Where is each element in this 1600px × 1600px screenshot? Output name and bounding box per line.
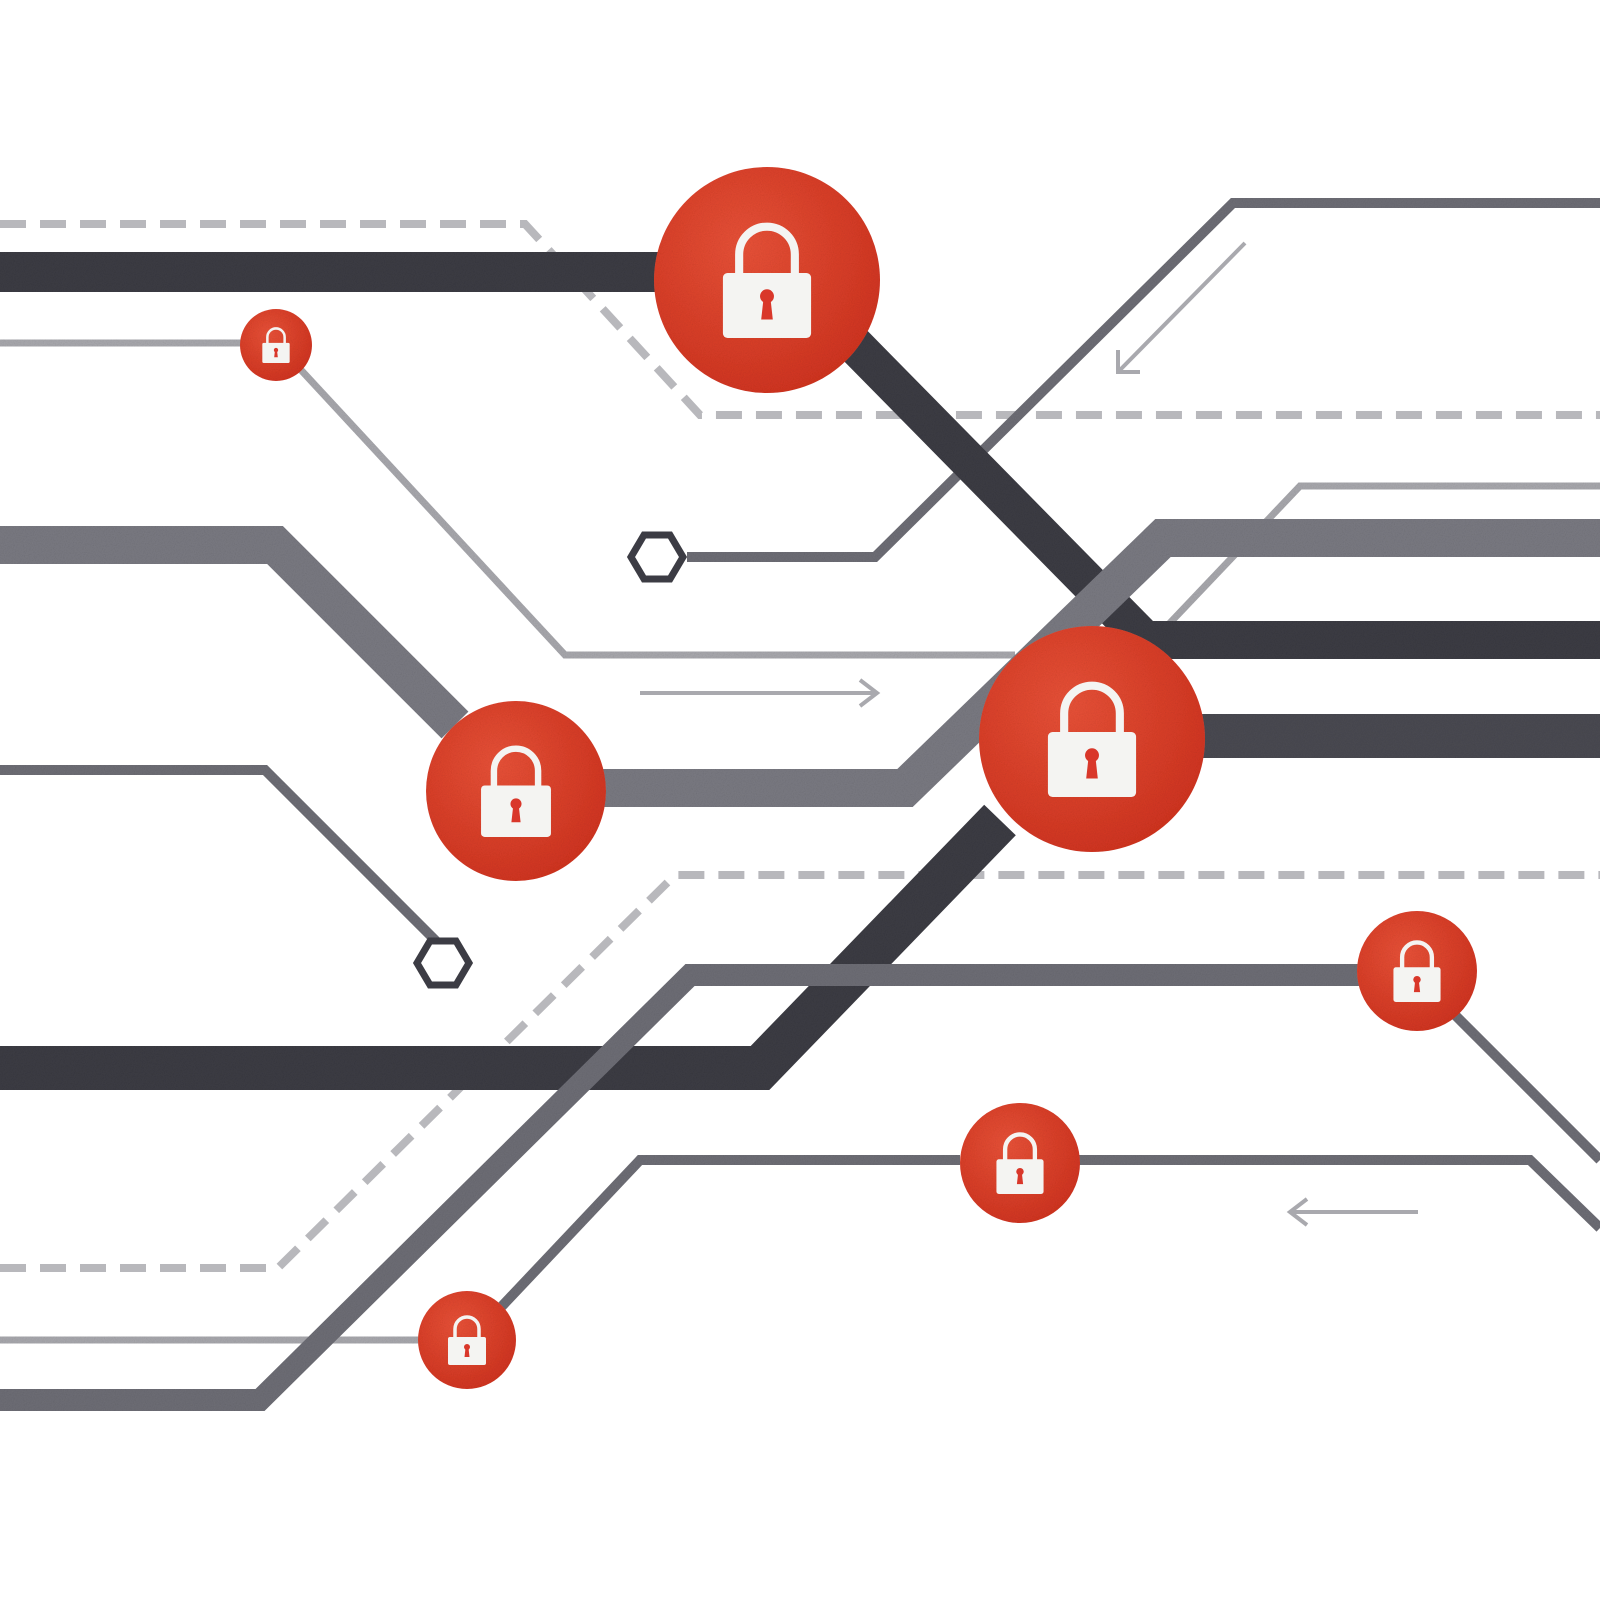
- thick-trace-bottom: [0, 804, 1016, 1090]
- medium-trace-3: [1020, 1155, 1600, 1232]
- lock-node-bottom-center: [960, 1103, 1080, 1223]
- medium-trace-5: [1446, 1006, 1600, 1164]
- lock-node-large-top: [654, 167, 880, 393]
- thin-trace-1: [0, 339, 1015, 659]
- lock-node-medium-left: [426, 701, 606, 881]
- thin-traces: [0, 339, 1600, 1344]
- thick-traces: [0, 252, 1600, 1411]
- hexagon-icon: [626, 531, 688, 583]
- lock-nodes: [240, 167, 1477, 1389]
- thick-trace-left: [0, 526, 469, 739]
- lock-node-bottom-left: [418, 1291, 516, 1389]
- hexagon-connectors: [412, 531, 688, 989]
- arrow-icon: [1286, 1197, 1418, 1227]
- medium-trace-2: [687, 198, 1600, 562]
- direction-arrows: [640, 241, 1418, 1227]
- arrow-icon: [640, 678, 881, 708]
- hexagon-icon: [412, 937, 474, 989]
- dashed-traces: [0, 220, 1600, 1272]
- dashed-trace-top: [0, 220, 1600, 419]
- lock-node-large-center: [979, 626, 1205, 852]
- medium-traces: [0, 198, 1600, 1344]
- medium-trace-1: [0, 765, 444, 949]
- thick-trace-lower: [0, 964, 1370, 1411]
- thin-trace-2: [1165, 482, 1600, 628]
- lock-node-right: [1357, 911, 1477, 1031]
- medium-trace-4: [466, 1155, 960, 1344]
- lock-node-small-top-left: [240, 309, 312, 381]
- arrow-icon: [1116, 241, 1247, 374]
- dashed-trace-bottom: [0, 871, 1600, 1272]
